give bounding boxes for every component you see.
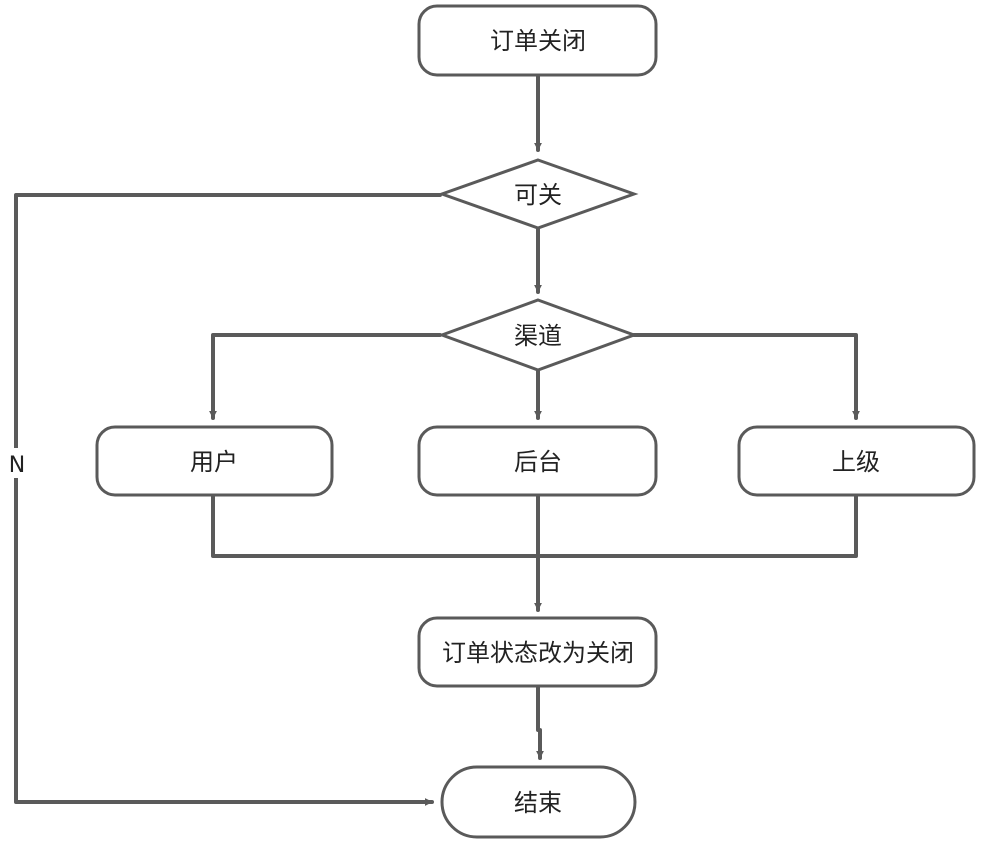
node-set-closed	[417, 616, 658, 688]
node-backend-label: 后台	[514, 448, 562, 476]
edge-label-n: N	[9, 453, 25, 478]
node-user	[95, 425, 334, 497]
edge-can-close-no-to-end	[14, 193, 442, 806]
node-superior-label: 上级	[832, 448, 880, 476]
node-user-label: 用户	[190, 448, 238, 476]
node-order-close-label: 订单关闭	[490, 27, 586, 55]
node-set-closed-label: 订单状态改为关闭	[442, 639, 634, 667]
node-backend	[417, 425, 658, 497]
node-superior	[737, 425, 976, 497]
edge-set-closed-to-end	[536, 684, 544, 760]
node-order-close	[417, 4, 658, 77]
edge-channel-to-superior	[632, 333, 860, 420]
node-end-label: 结束	[514, 789, 562, 817]
edge-user-superior-merge	[211, 493, 858, 558]
node-can-close	[437, 158, 639, 230]
node-channel	[437, 298, 639, 372]
edge-channel-to-user	[209, 333, 442, 420]
edge-label-background	[6, 448, 28, 478]
node-end	[440, 765, 637, 839]
node-can-close-label: 可关	[514, 181, 562, 209]
node-channel-label: 渠道	[514, 322, 562, 350]
